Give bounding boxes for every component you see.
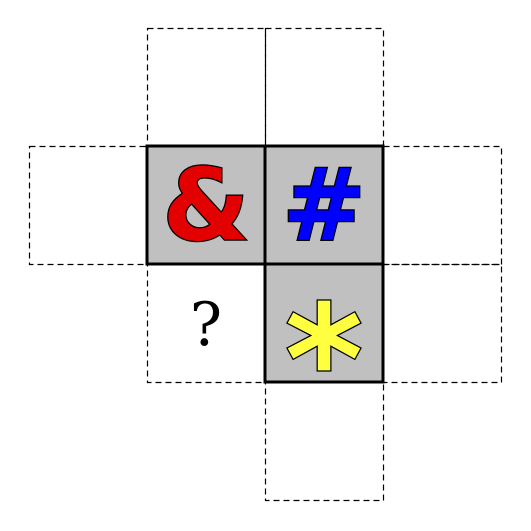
ampersand-symbol: & [162, 147, 249, 264]
empty-cell-outline [146, 263, 267, 384]
hash-symbol: # [282, 147, 366, 264]
empty-cell-outline [264, 27, 385, 148]
empty-cell-outline [264, 381, 385, 502]
filled-cell [145, 144, 267, 266]
filled-cells [145, 144, 385, 384]
empty-cell-outline [146, 27, 267, 148]
empty-cell-outline [382, 263, 503, 384]
asterisk-symbol: * [285, 274, 363, 448]
filled-cell [263, 144, 385, 266]
question-mark: ? [190, 290, 222, 360]
empty-cell-outline [28, 145, 149, 266]
filled-cell [263, 262, 385, 384]
cell-symbols: &#* [161, 145, 367, 449]
empty-cell-outline [382, 145, 503, 266]
